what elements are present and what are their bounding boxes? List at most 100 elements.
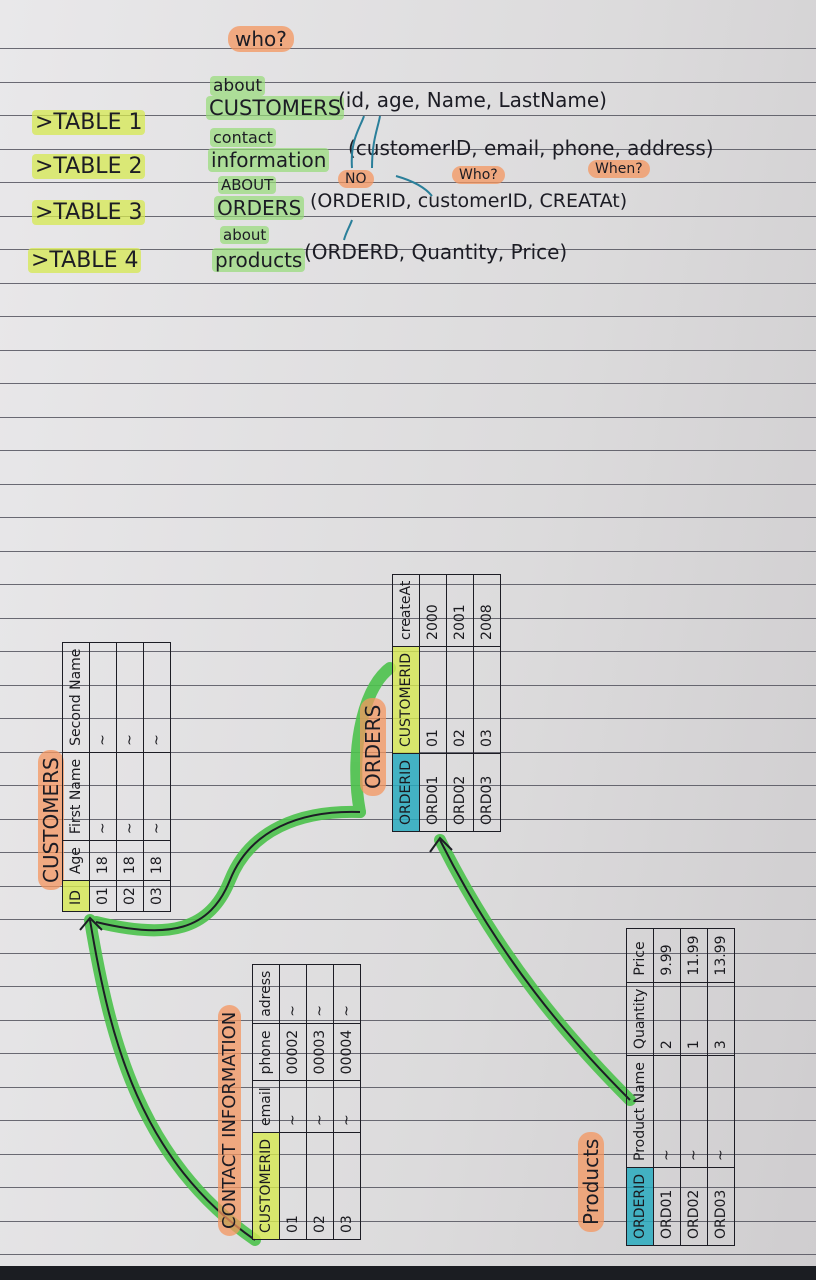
table-fields-3: (ORDERID, customerID, CREATAt): [310, 190, 628, 212]
table-cell: ~: [333, 1080, 361, 1133]
table-cell: ~: [279, 964, 307, 1024]
ruled-line: [0, 417, 816, 418]
table-cell: 00004: [333, 1023, 361, 1081]
table-cell: ORD02: [680, 1167, 708, 1246]
table-fields-2: (customerID, email, phone, address): [348, 136, 714, 160]
table-cell: ~: [116, 752, 144, 841]
table-cell: 03: [333, 1132, 361, 1240]
table-cell: ~: [707, 1055, 735, 1168]
table-cell: ~: [653, 1055, 681, 1168]
column-header: ORDERID: [392, 753, 420, 832]
table-cell: ~: [333, 964, 361, 1024]
products-title: Products: [578, 1131, 604, 1232]
table-cell: ~: [143, 752, 171, 841]
ruled-line: [0, 82, 816, 83]
column-header: adress: [252, 964, 280, 1024]
table-label-3: >TABLE 3: [32, 200, 146, 225]
ruled-line: [0, 350, 816, 351]
ruled-line: [0, 618, 816, 619]
table-cell: ORD01: [653, 1167, 681, 1246]
table-cell: ~: [116, 642, 144, 753]
contact-title: CONTACT INFORMATION: [218, 1004, 241, 1236]
column-header: Price: [626, 928, 654, 983]
ruled-line: [0, 283, 816, 284]
ruled-line: [0, 1254, 816, 1255]
table-cell: 03: [143, 880, 171, 912]
table-name-1: CUSTOMERS: [206, 96, 345, 120]
column-header: Product Name: [626, 1055, 654, 1168]
table-cell: 9.99: [653, 928, 681, 983]
ruled-line: [0, 584, 816, 585]
ruled-line: [0, 216, 816, 217]
ruled-line: [0, 383, 816, 384]
ruled-line: [0, 1120, 816, 1121]
ruled-line: [0, 1154, 816, 1155]
table-name-4: products: [212, 248, 306, 272]
ruled-line: [0, 1020, 816, 1021]
table-fields-4: (ORDERD, Quantity, Price): [304, 240, 568, 264]
table-cell: 02: [116, 880, 144, 912]
table-cell: ~: [89, 752, 117, 841]
table-name-3: ORDERS: [214, 196, 305, 220]
column-header: phone: [252, 1023, 280, 1081]
table-cell: ORD03: [707, 1167, 735, 1246]
ruled-line: [0, 484, 816, 485]
table-cell: 01: [419, 646, 447, 754]
table-cell: 18: [89, 840, 117, 881]
table-cell: 03: [473, 646, 501, 754]
table-cell: ~: [306, 964, 334, 1024]
table-cell: ~: [89, 642, 117, 753]
ruled-line: [0, 1221, 816, 1222]
ruled-line: [0, 517, 816, 518]
table-cell: 2000: [419, 574, 447, 647]
column-header: ORDERID: [626, 1167, 654, 1246]
table-row: 02~00003~: [306, 964, 334, 1240]
table-cell: 01: [89, 880, 117, 912]
about-note-4: about: [220, 226, 270, 244]
who-annotation: who?: [228, 26, 294, 52]
table-cell: 2001: [446, 574, 474, 647]
column-header: createAt: [392, 574, 420, 647]
table-cell: 2008: [473, 574, 501, 647]
ruled-line: [0, 1053, 816, 1054]
column-header: First Name: [62, 752, 90, 841]
orders-title: ORDERS: [360, 697, 386, 796]
ruled-line: [0, 919, 816, 920]
table-cell: 02: [306, 1132, 334, 1240]
table-cell: 02: [446, 646, 474, 754]
ruled-line: [0, 316, 816, 317]
table-cell: 01: [279, 1132, 307, 1240]
table-row: 03~00004~: [333, 964, 361, 1240]
table-cell: ~: [279, 1080, 307, 1133]
tag-when: When?: [588, 160, 650, 178]
column-header: email: [252, 1080, 280, 1133]
table-name-2: information: [208, 148, 330, 172]
table-cell: ~: [306, 1080, 334, 1133]
tag-who: Who?: [452, 166, 505, 184]
ruled-line: [0, 249, 816, 250]
table-fields-1: (id, age, Name, LastName): [338, 88, 607, 112]
table-cell: ~: [143, 642, 171, 753]
table-label-4: >TABLE 4: [28, 248, 142, 273]
about-note-2: contact: [210, 128, 276, 147]
table-cell: 3: [707, 982, 735, 1056]
table-cell: ORD03: [473, 753, 501, 832]
table-cell: 00002: [279, 1023, 307, 1081]
